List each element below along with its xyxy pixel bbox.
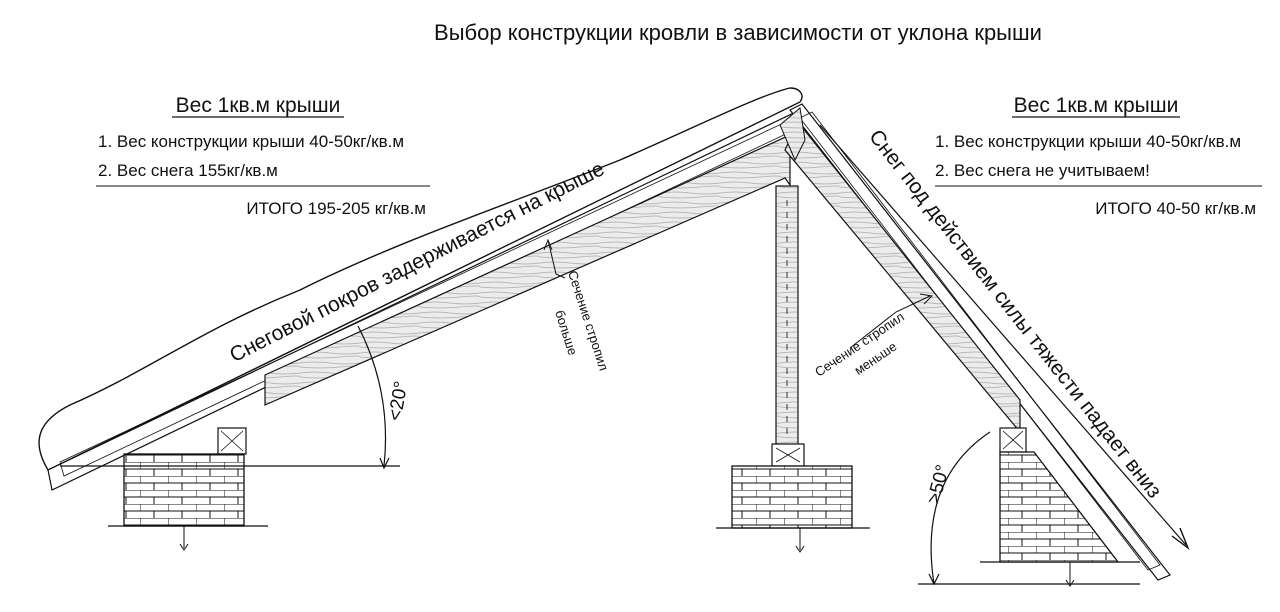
left-angle-label: <20° xyxy=(385,380,413,423)
right-brick-wall xyxy=(980,427,1140,587)
left-angle-marker xyxy=(60,325,400,470)
right-angle-label: >50° xyxy=(923,463,954,507)
right-panel-item-1: 1. Вес конструкции крыши 40-50кг/кв.м xyxy=(935,132,1241,151)
left-panel-item-2: 2. Вес снега 155кг/кв.м xyxy=(98,161,278,180)
right-panel-total: ИТОГО 40-50 кг/кв.м xyxy=(1095,199,1256,218)
right-panel-item-2: 2. Вес снега не учитываем! xyxy=(935,161,1150,180)
page-title: Выбор конструкции кровли в зависимости о… xyxy=(434,20,1042,45)
center-brick-wall xyxy=(716,465,870,553)
left-panel-item-1: 1. Вес конструкции крыши 40-50кг/кв.м xyxy=(98,132,404,151)
left-weight-panel: Вес 1кв.м крыши 1. Вес конструкции крыши… xyxy=(96,94,430,218)
left-panel-heading: Вес 1кв.м крыши xyxy=(176,94,341,117)
snow-cover xyxy=(38,87,803,471)
right-roof-slope xyxy=(784,103,1171,581)
right-angle-marker xyxy=(918,431,1140,586)
left-section-label-2: больше xyxy=(552,308,581,357)
ridge xyxy=(779,107,806,162)
right-section-pointer xyxy=(849,293,934,349)
central-post xyxy=(771,185,805,467)
left-section-pointer xyxy=(543,238,566,279)
right-weight-panel: Вес 1кв.м крыши 1. Вес конструкции крыши… xyxy=(935,94,1262,218)
snow-slide-arrow xyxy=(819,124,1190,551)
right-panel-heading: Вес 1кв.м крыши xyxy=(1014,94,1179,117)
left-panel-total: ИТОГО 195-205 кг/кв.м xyxy=(246,199,426,218)
left-section-label-1: Сечение стропил xyxy=(565,269,611,373)
